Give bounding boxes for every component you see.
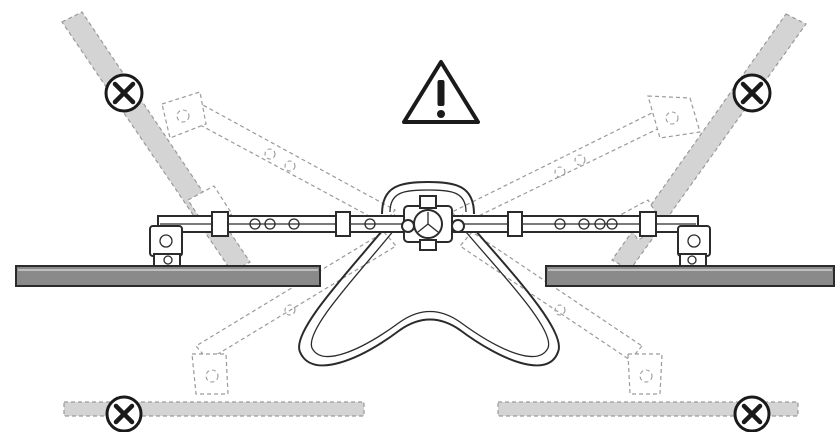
top-handle [381,180,475,215]
prohibited-x-icon-bottom-left [105,395,143,432]
arm-right [451,211,699,237]
ghost-monitor-bottom-right [497,401,799,417]
monitor-right [545,265,835,287]
arm-assembly [15,180,835,367]
prohibited-x-icon-top-left [104,73,144,113]
prohibited-x-icon-top-right [732,73,772,113]
base-loop [298,214,560,367]
warning-triangle-icon [402,60,480,124]
arm-left [157,211,405,237]
ghost-arm-upper-left [161,91,396,225]
ghost-positions [61,11,807,417]
joint-left [149,225,183,267]
ghost-arm-lower-left [191,231,397,395]
monitor-left [15,265,321,287]
joint-right [677,225,711,267]
prohibited-x-icon-bottom-right [733,395,771,432]
center-hub [401,195,465,251]
